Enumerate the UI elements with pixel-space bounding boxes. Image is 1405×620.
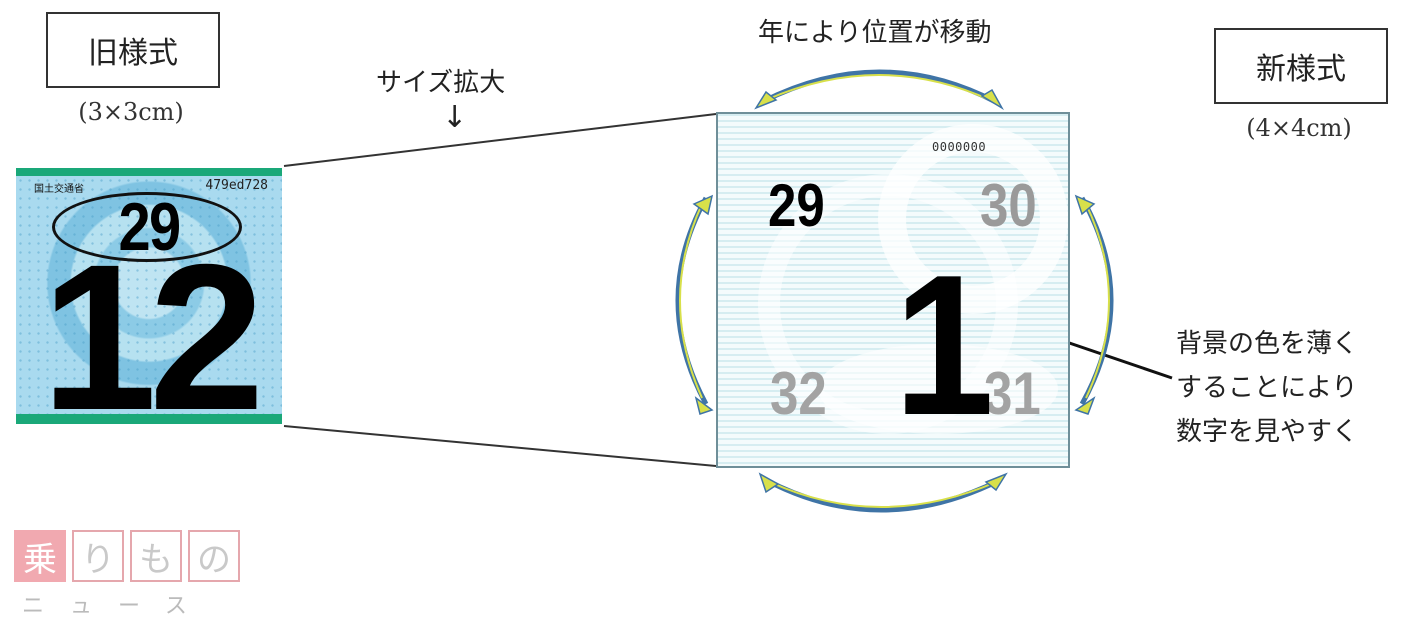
new-sticker-serial: 0000000 <box>932 140 987 154</box>
old-sticker-month: 12 <box>41 222 264 424</box>
old-sticker-agency: 国土交通省 <box>34 184 84 195</box>
new-sticker-year-last: 32 <box>770 360 827 427</box>
old-sticker-bottom-band <box>16 414 282 424</box>
rotation-label: 年により位置が移動 <box>758 18 992 48</box>
logo-char-3: も <box>130 530 182 582</box>
enlarge-label: サイズ拡大 <box>376 68 506 98</box>
norimono-news-logo: 乗 り も の ニュース <box>14 530 240 619</box>
rotation-arrow-top <box>760 69 998 105</box>
old-format-label: 旧様式 <box>46 12 220 88</box>
new-sticker-year-next: 30 <box>980 172 1037 239</box>
explanation-line-2: することにより <box>1176 373 1358 403</box>
old-sticker: 国土交通省 479ed728 29 12 <box>16 168 282 424</box>
old-size-note: (3×3cm) <box>78 98 184 126</box>
new-format-text: 新様式 <box>1256 52 1346 87</box>
new-sticker-swirl <box>818 344 1058 434</box>
rotation-arrows <box>675 69 1114 513</box>
new-size-note: (4×4cm) <box>1246 114 1352 142</box>
new-sticker: 0000000 29 30 32 31 1 <box>716 112 1070 468</box>
rotation-arrow-bottom <box>764 477 1002 513</box>
old-format-text: 旧様式 <box>88 36 178 71</box>
explanation-text: 背景の色を薄く することにより 数字を見やすく <box>1176 322 1358 454</box>
logo-subtitle: ニュース <box>22 594 213 619</box>
new-format-label: 新様式 <box>1214 28 1388 104</box>
new-sticker-year-after: 31 <box>984 360 1041 427</box>
explanation-line-1: 背景の色を薄く <box>1176 329 1359 359</box>
zoom-line-bottom <box>283 425 717 467</box>
logo-char-2: り <box>72 530 124 582</box>
year-highlight-ellipse <box>52 192 242 262</box>
old-sticker-serial: 479ed728 <box>205 178 268 193</box>
explanation-line-3: 数字を見やすく <box>1176 417 1359 447</box>
old-sticker-top-band <box>16 168 282 176</box>
logo-char-4: の <box>188 530 240 582</box>
new-sticker-month: 1 <box>894 234 995 457</box>
down-arrow-icon: ↓ <box>442 100 468 135</box>
zoom-line-top <box>283 113 717 167</box>
logo-char-1: 乗 <box>14 530 66 582</box>
new-sticker-year-active: 29 <box>768 172 825 239</box>
